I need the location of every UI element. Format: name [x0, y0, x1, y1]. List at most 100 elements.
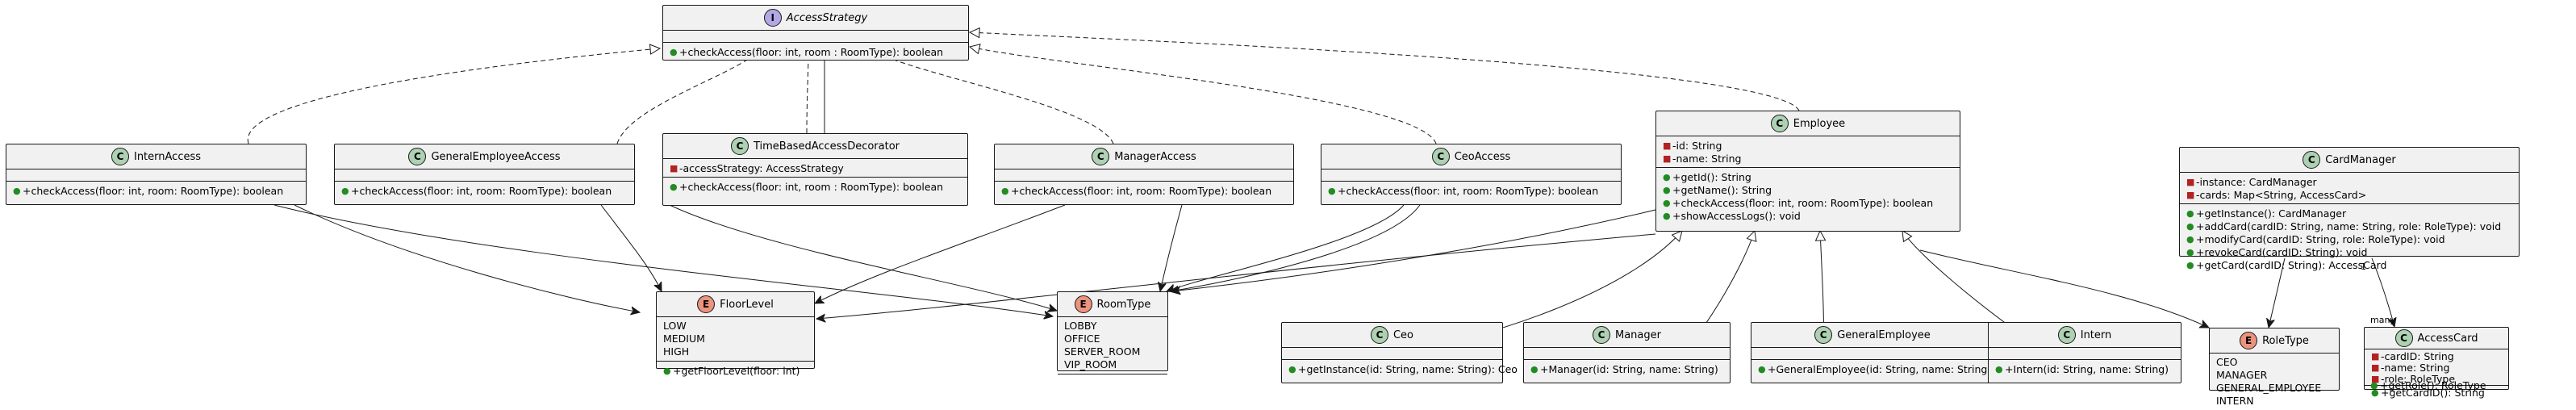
enum-literal: LOBBY: [1064, 320, 1097, 332]
edge-cardmanager-roletype: [2269, 257, 2286, 328]
node-title: GeneralEmployeeAccess: [431, 150, 561, 163]
edge-cardmanager-accesscard: [2371, 257, 2394, 327]
node-title: TimeBasedAccessDecorator: [753, 140, 900, 153]
method: +Manager(id: String, name: String): [1540, 362, 1718, 375]
field: -id: String: [1672, 139, 1722, 152]
node-title: ManagerAccess: [1114, 150, 1196, 163]
node-title: InternAccess: [133, 150, 202, 163]
enum-badge-icon: E: [697, 295, 716, 313]
edge-internaccess-realizes: [247, 48, 660, 144]
private-field-icon: ■: [2186, 176, 2195, 187]
public-method-icon: ●: [1328, 185, 1336, 196]
edge-internaccess-floorlevel: [294, 204, 640, 312]
private-field-icon: ■: [2371, 373, 2380, 384]
method: +getFloorLevel(floor: int): [673, 364, 800, 377]
class-badge-icon: C: [1092, 148, 1110, 165]
class-badge-icon: C: [1814, 326, 1833, 344]
node-title: GeneralEmployee: [1837, 328, 1931, 341]
public-method-icon: ●: [2186, 259, 2194, 270]
public-method-icon: ●: [2186, 220, 2194, 232]
multiplicity-target: many: [2370, 315, 2395, 325]
public-method-icon: ●: [2186, 207, 2194, 219]
edge-ceoaccess-roomtype-a: [1167, 204, 1405, 291]
enum-literal: LOW: [663, 320, 687, 332]
class-badge-icon: C: [2303, 151, 2321, 169]
public-method-icon: ●: [1663, 210, 1671, 221]
enum-badge-icon: E: [2240, 332, 2258, 349]
public-method-icon: ●: [670, 181, 678, 192]
method: +getName(): String: [1672, 183, 1772, 196]
field: -cards: Map<String, AccessCard>: [2196, 188, 2367, 201]
node-title: RoomType: [1096, 298, 1151, 311]
edge-manageraccess-roomtype: [1160, 204, 1183, 291]
edge-manageraccess-floorlevel: [815, 204, 1066, 303]
method: +checkAccess(floor: int, room: RoomType)…: [1338, 184, 1599, 197]
enum-literal: MEDIUM: [663, 333, 705, 345]
public-method-icon: ●: [1663, 184, 1671, 195]
node-title: Ceo: [1392, 328, 1414, 341]
node-title: Intern: [2080, 328, 2112, 341]
method: +getInstance(): CardManager: [2196, 207, 2347, 220]
edge-generalemployeeaccess-roomtype: [669, 204, 1057, 311]
field: -role: RoleType: [2381, 372, 2456, 385]
private-field-icon: ■: [2186, 189, 2195, 200]
method: +getId(): String: [1672, 170, 1751, 183]
class-badge-icon: C: [408, 148, 427, 165]
edge-ceoaccess-realizes: [970, 47, 1437, 144]
public-method-icon: ●: [670, 46, 678, 57]
edge-ceoaccess-roomtype-b: [1170, 204, 1421, 291]
method: +revokeCard(cardID: String): void: [2196, 245, 2368, 258]
method: +checkAccess(floor: int, room: RoomType)…: [351, 184, 612, 197]
edge-employee-roletype: [1919, 249, 2209, 328]
class-badge-icon: C: [1370, 326, 1388, 344]
field: -name: String: [2381, 361, 2450, 374]
class-badge-icon: C: [2057, 326, 2076, 344]
class-badge-icon: C: [1770, 115, 1789, 132]
class-badge-icon: C: [730, 137, 749, 155]
node-title: AccessCard: [2417, 332, 2478, 345]
edge-internaccess-roomtype: [273, 204, 1053, 316]
public-method-icon: ●: [2370, 379, 2378, 391]
method: +GeneralEmployee(id: String, name: Strin…: [1768, 362, 1992, 375]
public-method-icon: ●: [2186, 246, 2194, 257]
method: +checkAccess(floor: int, room: RoomType)…: [1011, 184, 1272, 197]
enum-literal: HIGH: [663, 345, 690, 358]
class-badge-icon: C: [2394, 329, 2413, 347]
edge-employee-roomtype: [1171, 209, 1656, 291]
enum-literal: GENERAL_EMPLOYEE: [2216, 382, 2322, 394]
method: +getRole(): RoleType: [2380, 379, 2486, 391]
field: -name: String: [1672, 152, 1742, 165]
interface-badge-icon: I: [763, 9, 782, 27]
method: +getInstance(id: String, name: String): …: [1298, 362, 1518, 375]
method: +modifyCard(cardID: String, role: RoleTy…: [2196, 232, 2445, 245]
edge-generalemployeeaccess-floorlevel: [600, 204, 662, 291]
method: +Intern(id: String, name: String): [2005, 362, 2169, 375]
private-field-icon: ■: [2371, 350, 2380, 362]
public-method-icon: ●: [1663, 171, 1671, 182]
enum-literal: SERVER_ROOM: [1064, 345, 1141, 358]
private-field-icon: ■: [1663, 153, 1672, 164]
public-method-icon: ●: [1663, 197, 1671, 208]
class-badge-icon: C: [111, 148, 129, 165]
method: +addCard(cardID: String, name: String, r…: [2196, 220, 2502, 232]
class-badge-icon: C: [1593, 326, 1610, 344]
private-field-icon: ■: [1663, 140, 1672, 151]
method: +getCard(cardID: String): AccessCard: [2196, 258, 2387, 271]
field: -accessStrategy: AccessStrategy: [679, 161, 844, 174]
